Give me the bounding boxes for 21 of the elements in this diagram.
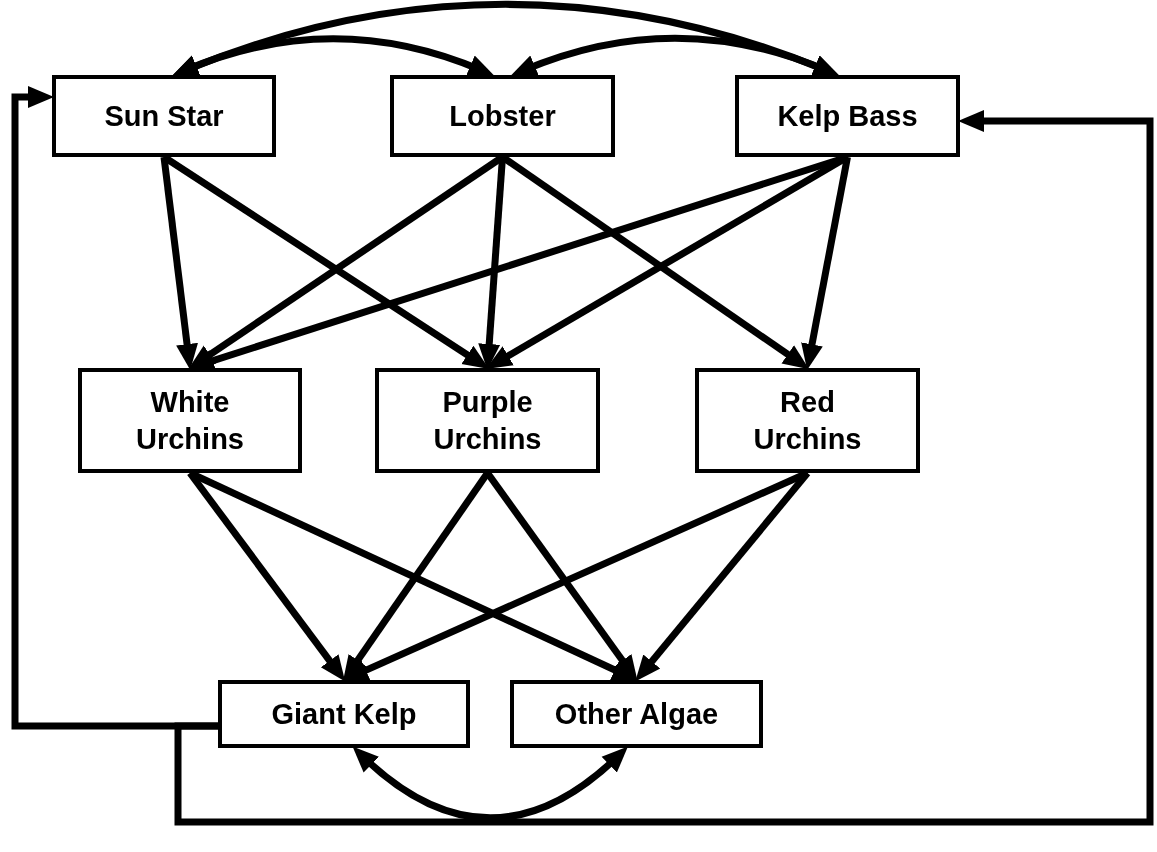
species-label: Other Algae [554,696,719,732]
species-box [375,368,600,473]
species-label: Kelp Bass [777,98,918,134]
species-box [695,368,920,473]
arrow [172,1,840,77]
species-label: Lobster [449,98,556,134]
arrow [801,156,851,370]
arrow [352,747,629,822]
species-label: Purple Urchins [432,385,543,457]
species-label: Giant Kelp [271,696,417,732]
species-label: Sun Star [104,98,224,134]
species-box [52,75,276,157]
species-label: Red Urchins [752,385,863,457]
species-box [218,680,470,748]
species-box [510,680,763,748]
arrow [160,156,198,370]
species-box [390,75,615,157]
species-label: White Urchins [135,385,245,457]
species-box [735,75,960,157]
arrow [174,110,1154,826]
species-box [78,368,302,473]
